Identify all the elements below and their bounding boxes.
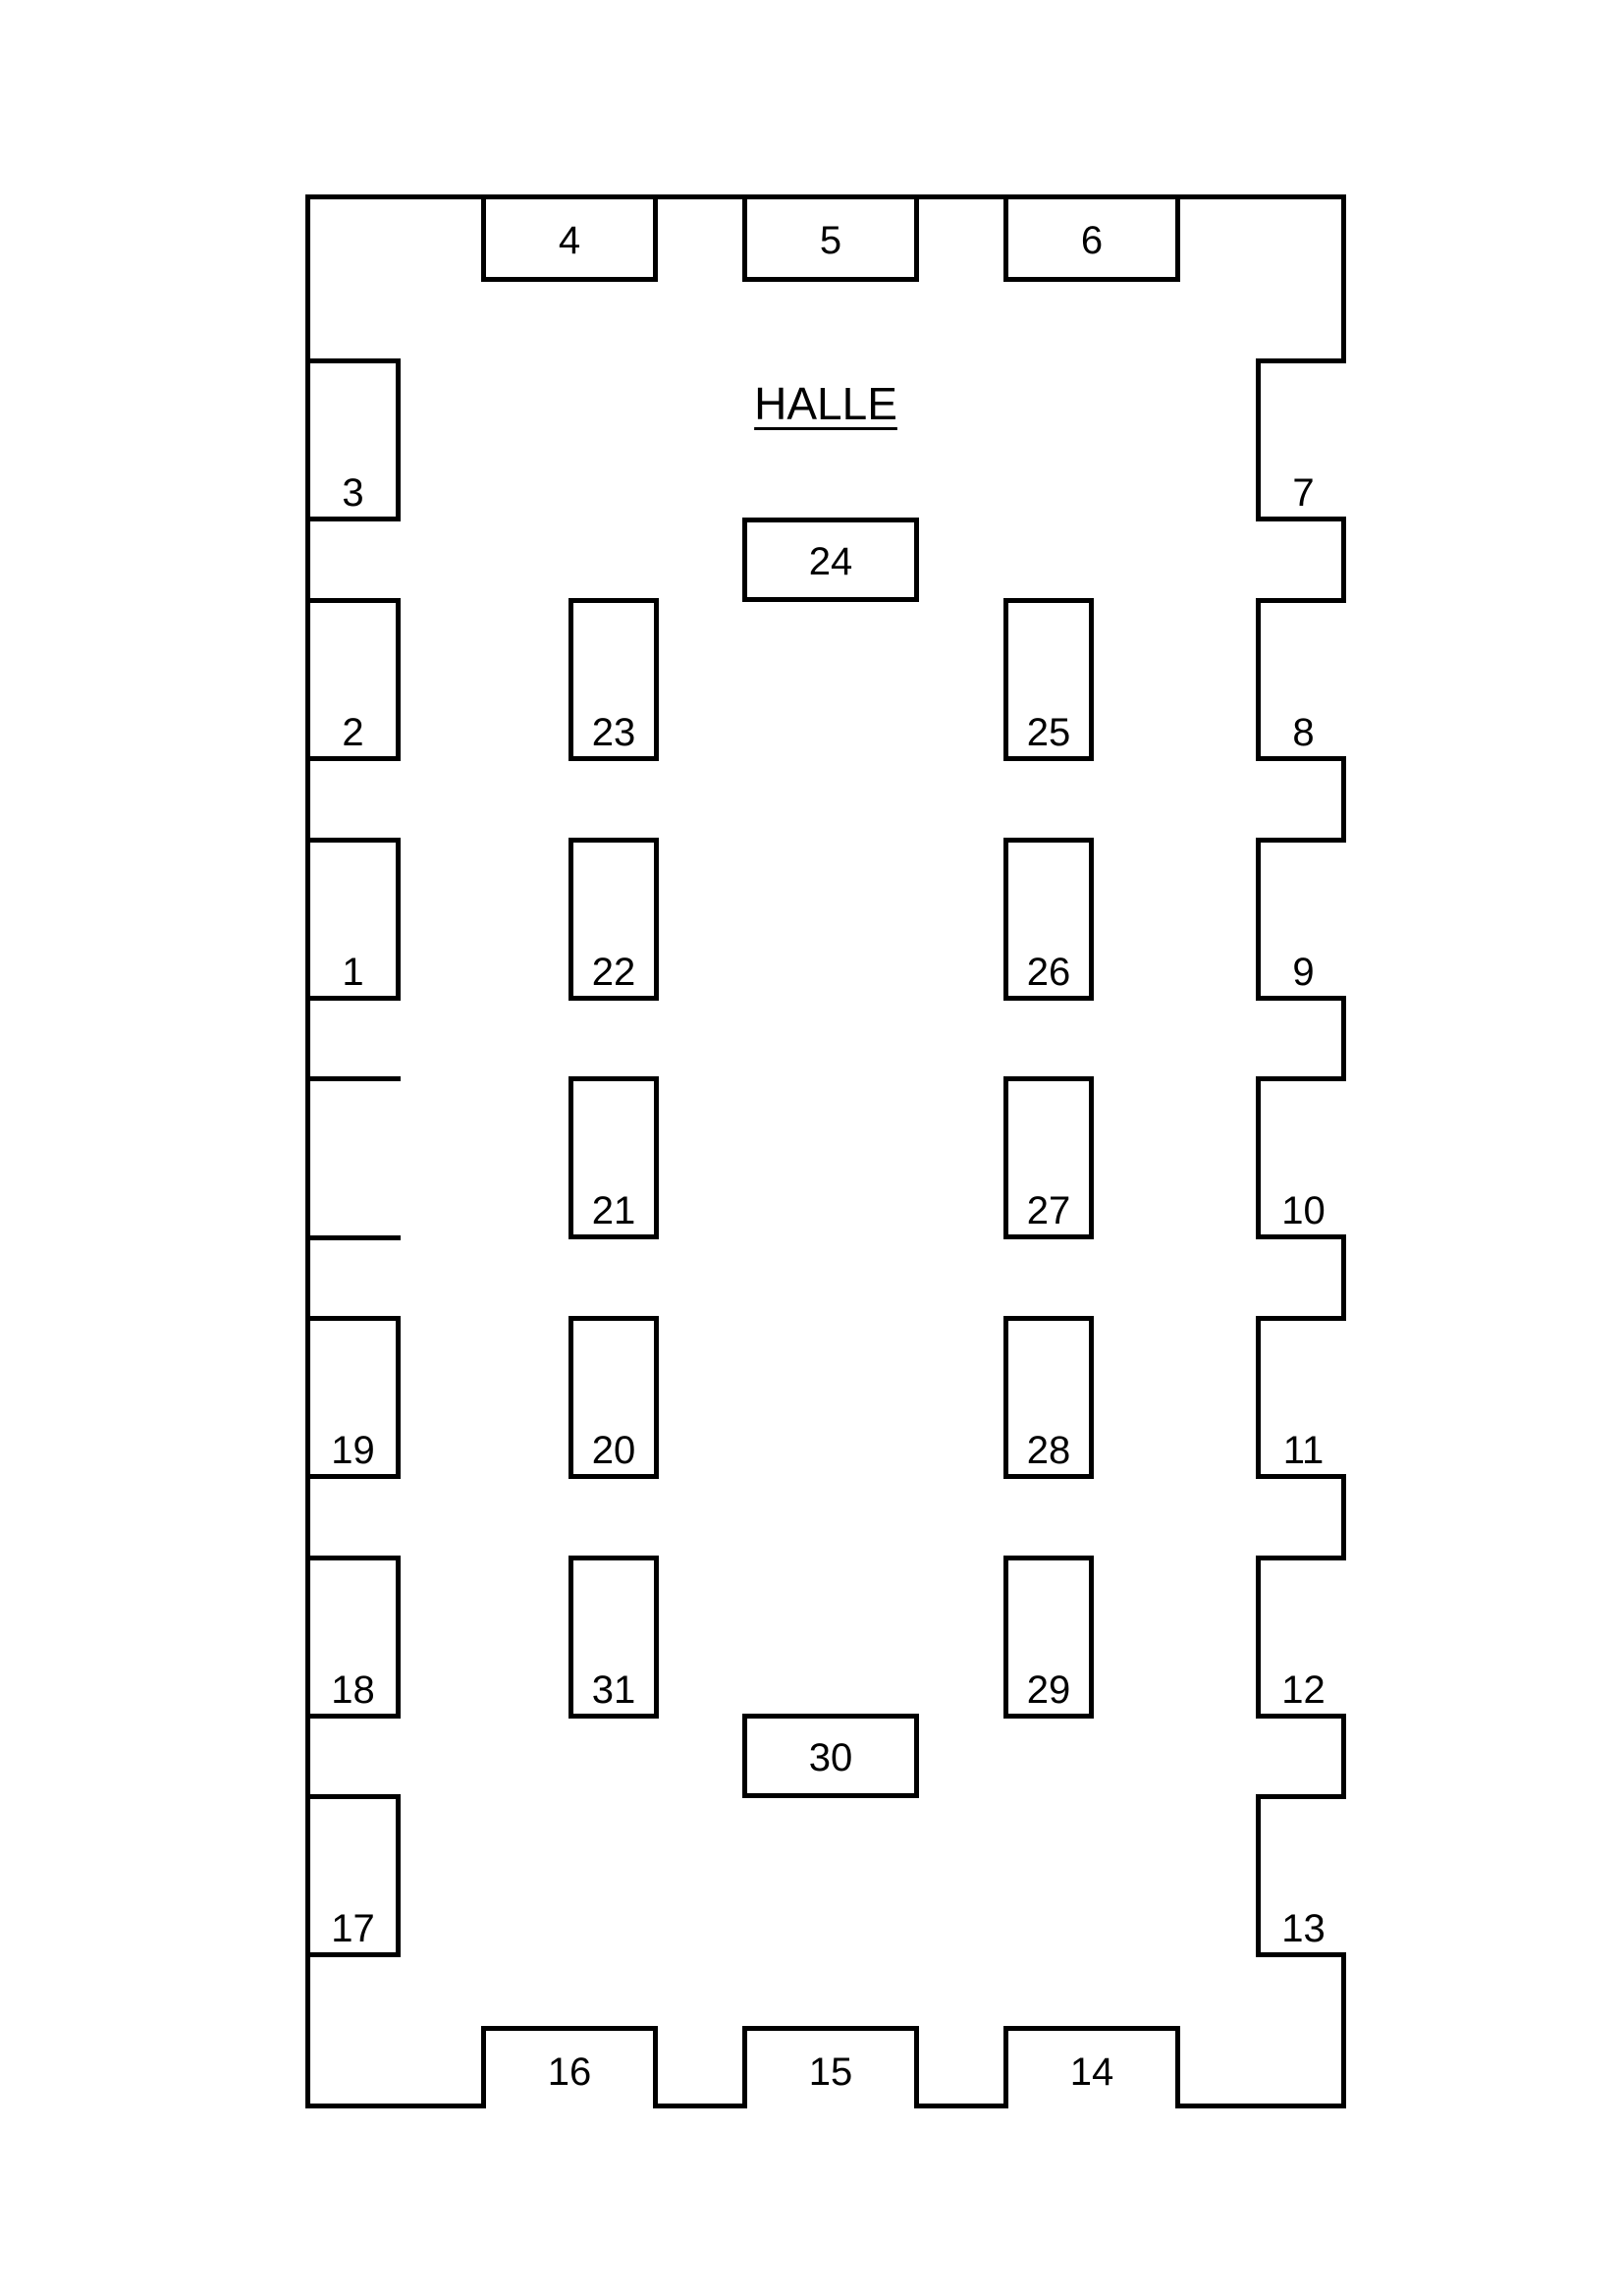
booth-9: 9 — [1256, 838, 1346, 1001]
booth-7: 7 — [1256, 358, 1346, 521]
booth-10: 10 — [1256, 1076, 1346, 1239]
booth-31: 31 — [568, 1556, 659, 1719]
booth-8: 8 — [1256, 598, 1346, 761]
booth-label: 19 — [331, 1429, 375, 1472]
booth-18: 18 — [310, 1556, 401, 1719]
booth-label: 30 — [808, 1736, 853, 1779]
hall-floor-plan: HALLE 4 5 6 16 15 14 3 2 1 19 18 17 7 8 … — [305, 194, 1346, 2108]
booth-label: 10 — [1281, 1189, 1326, 1232]
booth-label: 4 — [558, 218, 581, 262]
booth-label: 28 — [1026, 1429, 1071, 1472]
booth-19: 19 — [310, 1316, 401, 1479]
hall-title: HALLE — [754, 378, 897, 429]
booth-label: 9 — [1292, 951, 1315, 994]
booth-4: 4 — [481, 199, 658, 282]
booth-label: 29 — [1026, 1668, 1071, 1712]
booth-26: 26 — [1003, 838, 1094, 1001]
booth-label: 8 — [1292, 711, 1315, 754]
booth-label: 21 — [591, 1189, 636, 1232]
booth-label: 12 — [1281, 1668, 1326, 1712]
booth-label: 6 — [1080, 218, 1104, 262]
booth-21: 21 — [568, 1076, 659, 1239]
booth-label: 23 — [591, 711, 636, 754]
booth-28: 28 — [1003, 1316, 1094, 1479]
booth-label: 26 — [1026, 951, 1071, 994]
booth-label: 14 — [1069, 2050, 1114, 2094]
booth-label: 20 — [591, 1429, 636, 1472]
booth-17: 17 — [310, 1794, 401, 1957]
booth-label: 15 — [808, 2050, 853, 2094]
booth-label: 3 — [342, 471, 364, 515]
booth-30: 30 — [742, 1714, 919, 1798]
booth-12: 12 — [1256, 1556, 1346, 1719]
booth-23: 23 — [568, 598, 659, 761]
booth-label: 16 — [547, 2050, 592, 2094]
booth-14: 14 — [1003, 2026, 1180, 2108]
booth-2: 2 — [310, 598, 401, 761]
booth-5: 5 — [742, 199, 919, 282]
booth-16: 16 — [481, 2026, 658, 2108]
booth-1: 1 — [310, 838, 401, 1001]
booth-label: 1 — [342, 951, 364, 994]
booth-13: 13 — [1256, 1794, 1346, 1957]
booth-label: 7 — [1292, 471, 1315, 515]
booth-label: 24 — [808, 540, 853, 583]
booth-label: 11 — [1282, 1429, 1325, 1472]
booth-label: 25 — [1026, 711, 1071, 754]
booth-label: 27 — [1026, 1189, 1071, 1232]
booth-label: 5 — [819, 218, 842, 262]
empty-booth-top-line — [310, 1076, 401, 1081]
booth-20: 20 — [568, 1316, 659, 1479]
booth-11: 11 — [1256, 1316, 1346, 1479]
booth-22: 22 — [568, 838, 659, 1001]
booth-label: 17 — [331, 1907, 375, 1950]
booth-label: 31 — [591, 1668, 636, 1712]
empty-booth-bottom-line — [310, 1235, 401, 1240]
booth-27: 27 — [1003, 1076, 1094, 1239]
booth-3: 3 — [310, 358, 401, 521]
booth-label: 2 — [342, 711, 364, 754]
booth-25: 25 — [1003, 598, 1094, 761]
booth-15: 15 — [742, 2026, 919, 2108]
booth-6: 6 — [1003, 199, 1180, 282]
booth-29: 29 — [1003, 1556, 1094, 1719]
booth-24: 24 — [742, 518, 919, 602]
booth-label: 13 — [1281, 1907, 1326, 1950]
booth-label: 18 — [331, 1668, 375, 1712]
booth-label: 22 — [591, 951, 636, 994]
